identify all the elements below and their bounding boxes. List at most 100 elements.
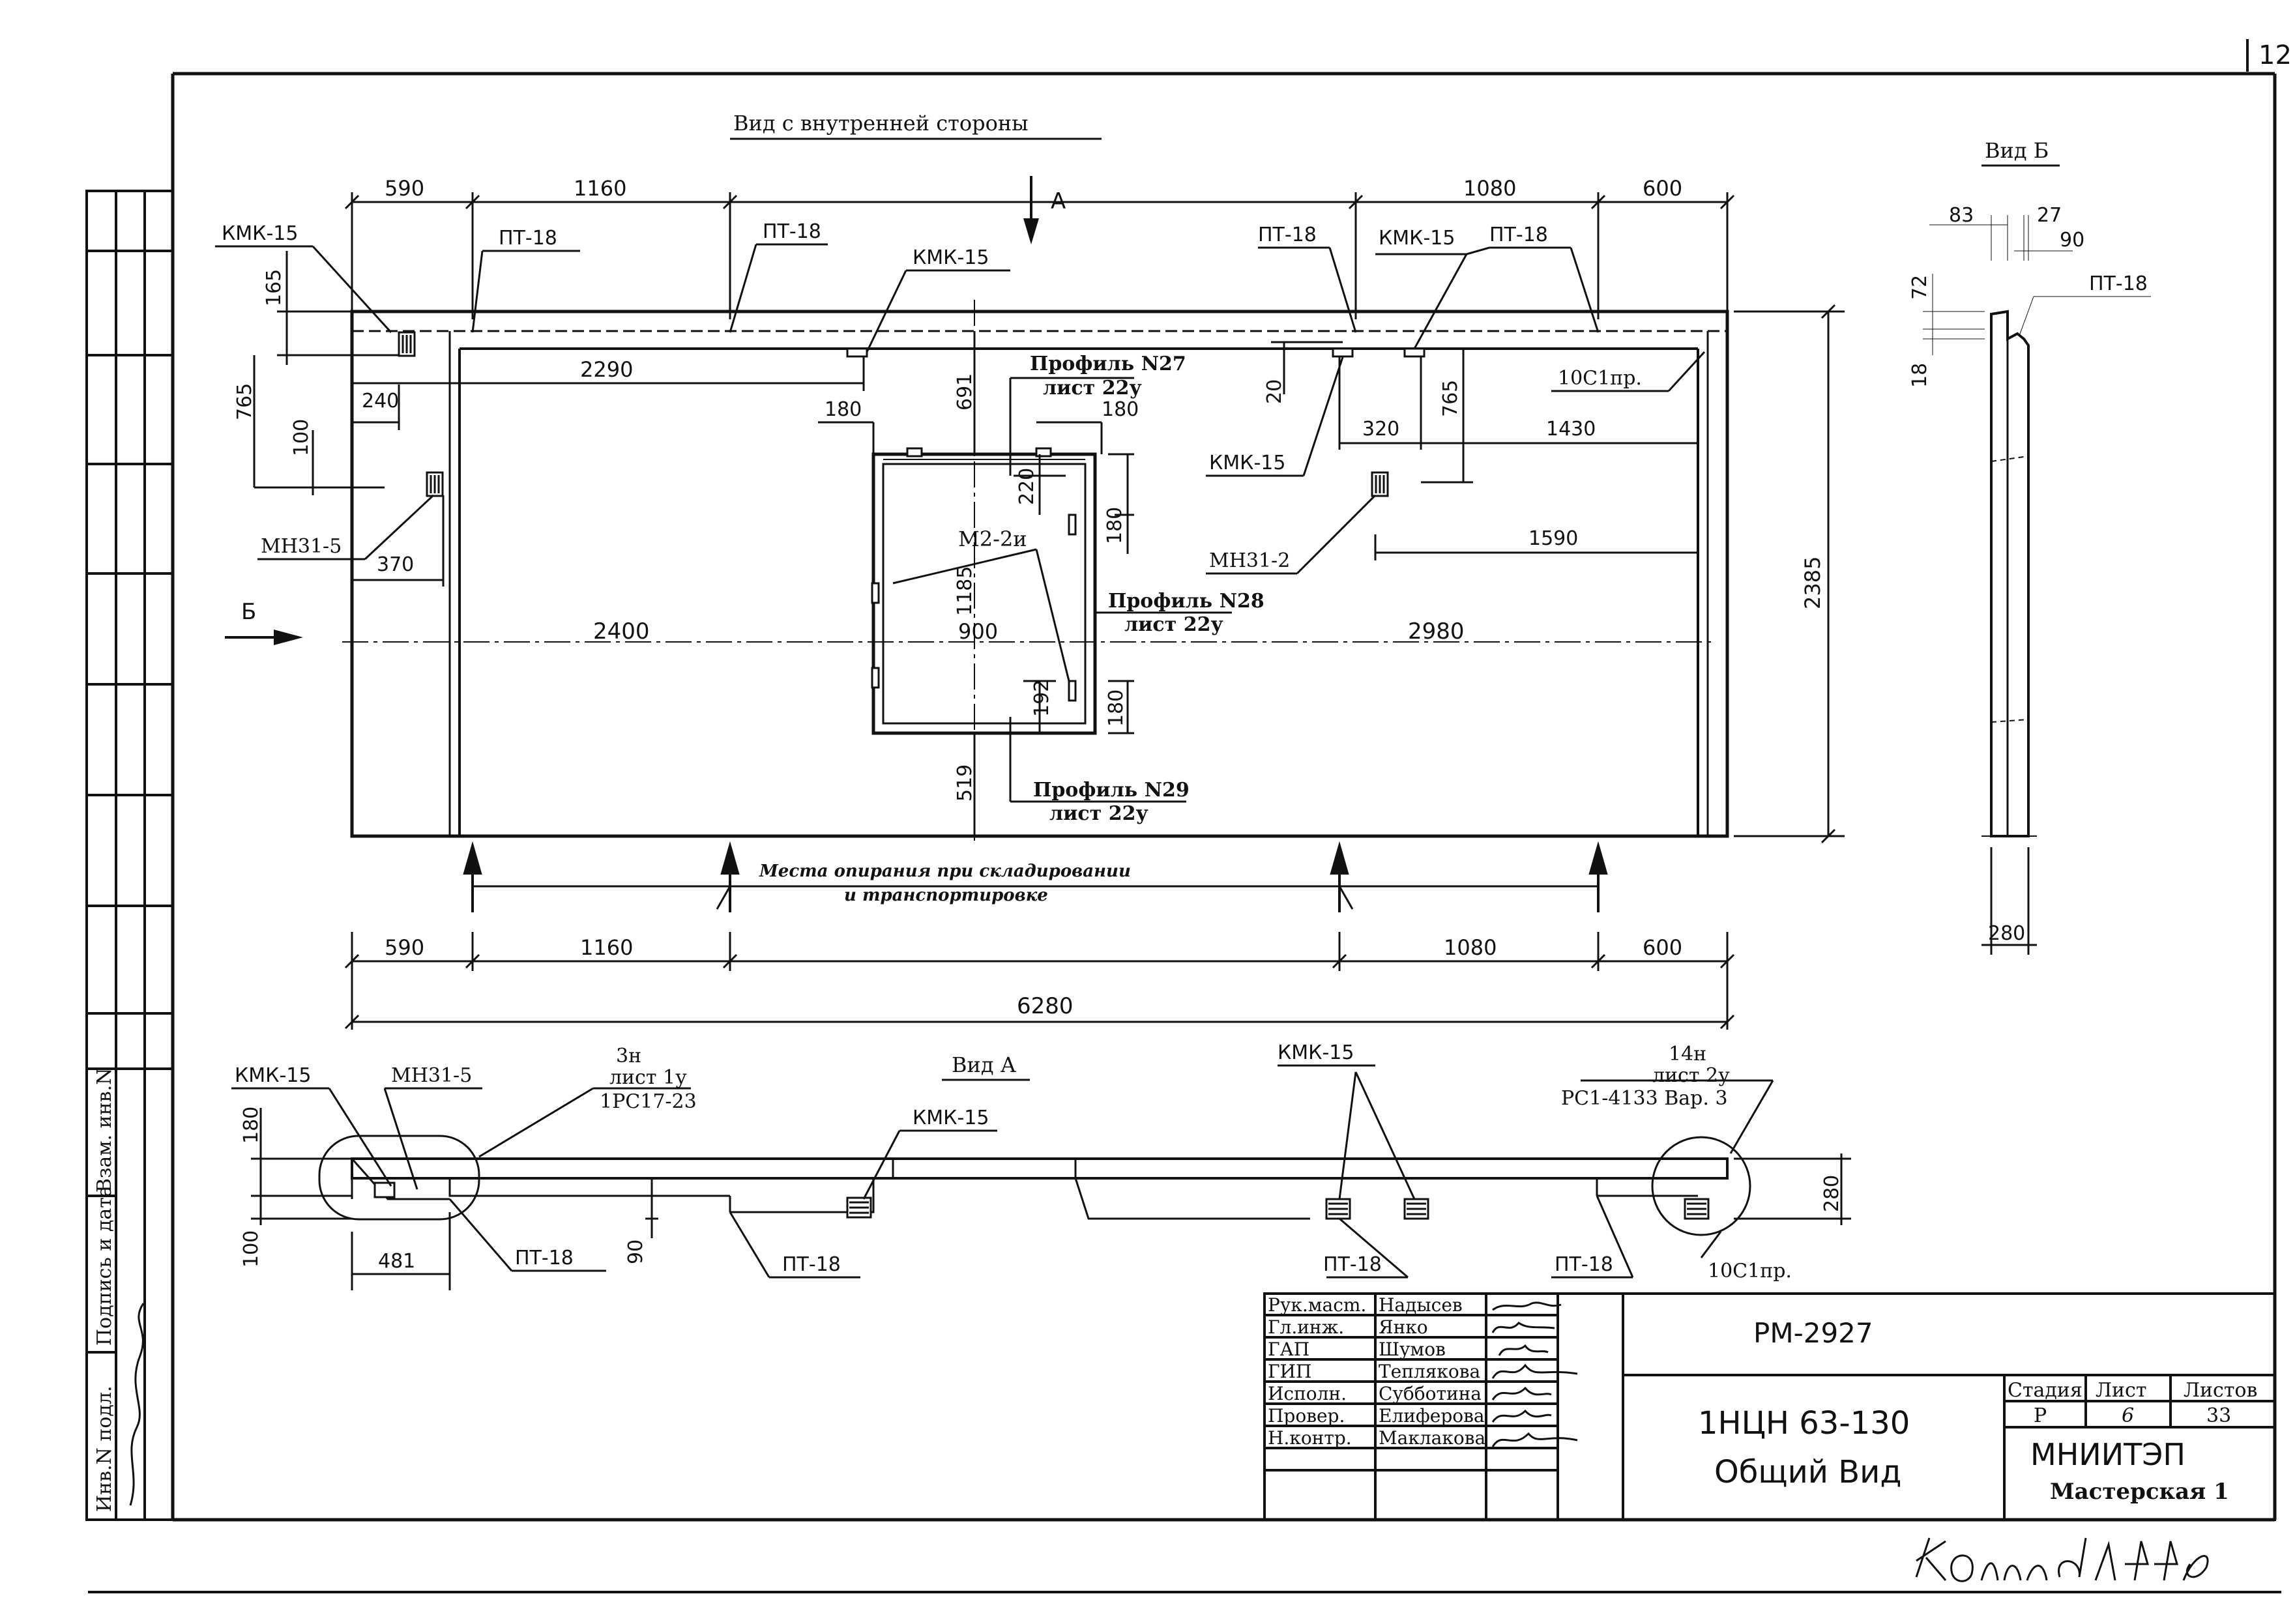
profile28-line2: лист 22у xyxy=(1124,613,1223,636)
title-block-signatures xyxy=(1491,1301,1578,1447)
dim-765-left: 765 xyxy=(233,383,256,420)
view-a-label-pt18-3: ПТ-18 xyxy=(1323,1253,1382,1276)
left-strip xyxy=(85,190,174,1521)
title-block-roles: Рук.масm. Надысев Гл.инж. Янко ГАП Шумов… xyxy=(1268,1294,1485,1449)
top-dimension-chain xyxy=(344,192,1735,345)
tb-workshop: Мастерская 1 xyxy=(2050,1479,2229,1505)
view-a-dim-180: 180 xyxy=(240,1107,263,1144)
leader-lines xyxy=(215,243,1706,803)
view-a-dims xyxy=(231,1064,1851,1290)
dim-100: 100 xyxy=(290,419,313,456)
tb-name-4: Субботина xyxy=(1379,1383,1482,1404)
view-b-dim-280: 280 xyxy=(1988,922,2025,945)
sign-date-label: Подпись и дата xyxy=(93,1185,116,1346)
inv-replace-label: Взам. инв.N xyxy=(93,1068,116,1193)
height-dim-2385: 2385 xyxy=(1800,557,1825,609)
dim-192: 192 xyxy=(1031,680,1053,717)
dim-180-b: 180 xyxy=(1102,398,1139,421)
dim-1185: 1185 xyxy=(954,566,976,616)
view-a-callout-right-3: РС1-4133 Вар. 3 xyxy=(1561,1087,1728,1110)
profile28-line1: Профиль N28 xyxy=(1108,590,1264,613)
dim-180-a: 180 xyxy=(825,398,862,421)
dim-691: 691 xyxy=(954,373,976,411)
overall-dim-6280: 6280 xyxy=(1017,993,1074,1019)
dim-370: 370 xyxy=(377,553,414,576)
view-b-dim-72: 72 xyxy=(1908,275,1931,300)
view-b-dim-83: 83 xyxy=(1949,204,1974,227)
view-b-dim-27: 27 xyxy=(2037,204,2062,227)
label-mn315: МН31-5 xyxy=(261,535,342,558)
view-a-dim-280: 280 xyxy=(1820,1175,1843,1212)
tb-role-0: Рук.масm. xyxy=(1268,1294,1366,1316)
label-pt18-3: ПТ-18 xyxy=(1258,224,1317,246)
tb-sheets-value: 33 xyxy=(2206,1404,2231,1427)
dim-220: 220 xyxy=(1016,468,1038,505)
title-block-grid xyxy=(1263,1292,2276,1521)
centerlines xyxy=(342,300,1714,841)
view-a-label-kmk15-left: КМК-15 xyxy=(235,1064,311,1087)
dim-180-d: 180 xyxy=(1105,689,1128,727)
tb-role-3: ГИП xyxy=(1268,1361,1311,1382)
view-b-label-pt18: ПТ-18 xyxy=(2089,272,2148,295)
view-a-label-kmk15-right: КМК-15 xyxy=(1278,1041,1354,1064)
label-kmk15-mid: КМК-15 xyxy=(1209,452,1285,474)
sheet-frame xyxy=(88,39,2281,1593)
tb-role-2: ГАП xyxy=(1268,1339,1309,1360)
view-a-label-pt18-2: ПТ-18 xyxy=(782,1253,841,1276)
tb-doc-code: РМ-2927 xyxy=(1753,1317,1873,1349)
tb-stage-label: Стадия xyxy=(2008,1379,2083,1402)
tb-org: МНИИТЭП xyxy=(2030,1437,2185,1472)
dim-320: 320 xyxy=(1362,418,1399,441)
inv-original-label: Инв.N подл. xyxy=(93,1386,116,1513)
view-a-plan xyxy=(318,1135,1751,1236)
label-pt18-4: ПТ-18 xyxy=(1489,224,1548,246)
view-a-title: Вид А xyxy=(952,1052,1016,1077)
view-a-callout-right-1: 14н xyxy=(1669,1043,1706,1066)
label-kmk15-right: КМК-15 xyxy=(1379,227,1455,250)
dim-765-right: 765 xyxy=(1439,380,1462,417)
top-dim-1160: 1160 xyxy=(574,176,626,201)
view-b-title: Вид Б xyxy=(1985,138,2049,163)
height-dimension xyxy=(1734,304,1845,844)
dim-240: 240 xyxy=(362,390,399,413)
tb-role-5: Провер. xyxy=(1268,1405,1345,1427)
dim-1430: 1430 xyxy=(1546,418,1596,441)
view-a-callout-left-3: 1РС17-23 xyxy=(600,1090,697,1113)
tb-sheet-label: Лист xyxy=(2096,1379,2146,1402)
arrow-a-label: А xyxy=(1051,188,1066,214)
bottom-dim-1080: 1080 xyxy=(1444,935,1497,960)
tb-sheet-value: 6 xyxy=(2122,1404,2134,1427)
section-arrow-b xyxy=(225,630,303,645)
inner-dimension-lines xyxy=(253,251,1698,836)
tb-role-6: Н.контр. xyxy=(1268,1427,1352,1449)
view-a-callout-left-2: лист 1у xyxy=(609,1066,687,1089)
sheet-number: 12 xyxy=(2258,40,2292,70)
label-mn312: МН31-2 xyxy=(1209,549,1290,572)
footer-handwriting xyxy=(1915,1537,2209,1582)
view-a-callout-right-2: лист 2у xyxy=(1652,1064,1730,1087)
tb-name-3: Теплякова xyxy=(1379,1361,1480,1382)
tb-name-0: Надысев xyxy=(1379,1294,1463,1316)
view-b-dim-90: 90 xyxy=(2060,229,2084,252)
profile29-line1: Профиль N29 xyxy=(1033,779,1190,802)
view-a-callout-left-1: 3н xyxy=(616,1045,641,1067)
label-kmk15-center: КМК-15 xyxy=(913,246,989,269)
dim-20: 20 xyxy=(1263,379,1286,404)
dim-900: 900 xyxy=(958,619,998,644)
view-b-dim-18: 18 xyxy=(1908,363,1931,388)
section-arrow-a xyxy=(1023,176,1039,244)
support-arrows xyxy=(463,841,1608,912)
profile27-line2: лист 22у xyxy=(1043,377,1142,399)
view-a-dim-481: 481 xyxy=(378,1250,415,1273)
dim-2290: 2290 xyxy=(580,357,633,382)
view-a-label-pt18-4: ПТ-18 xyxy=(1555,1253,1613,1276)
profile27-line1: Профиль N27 xyxy=(1030,353,1186,375)
arrow-b-label: Б xyxy=(241,599,256,625)
wall-panel xyxy=(350,310,1729,838)
label-10c1: 10С1пр. xyxy=(1558,367,1642,390)
support-leader xyxy=(473,885,1598,910)
dim-180-c: 180 xyxy=(1104,507,1126,544)
label-pt18-2: ПТ-18 xyxy=(763,220,821,243)
tb-series: 1НЦН 63-130 xyxy=(1698,1405,1910,1442)
